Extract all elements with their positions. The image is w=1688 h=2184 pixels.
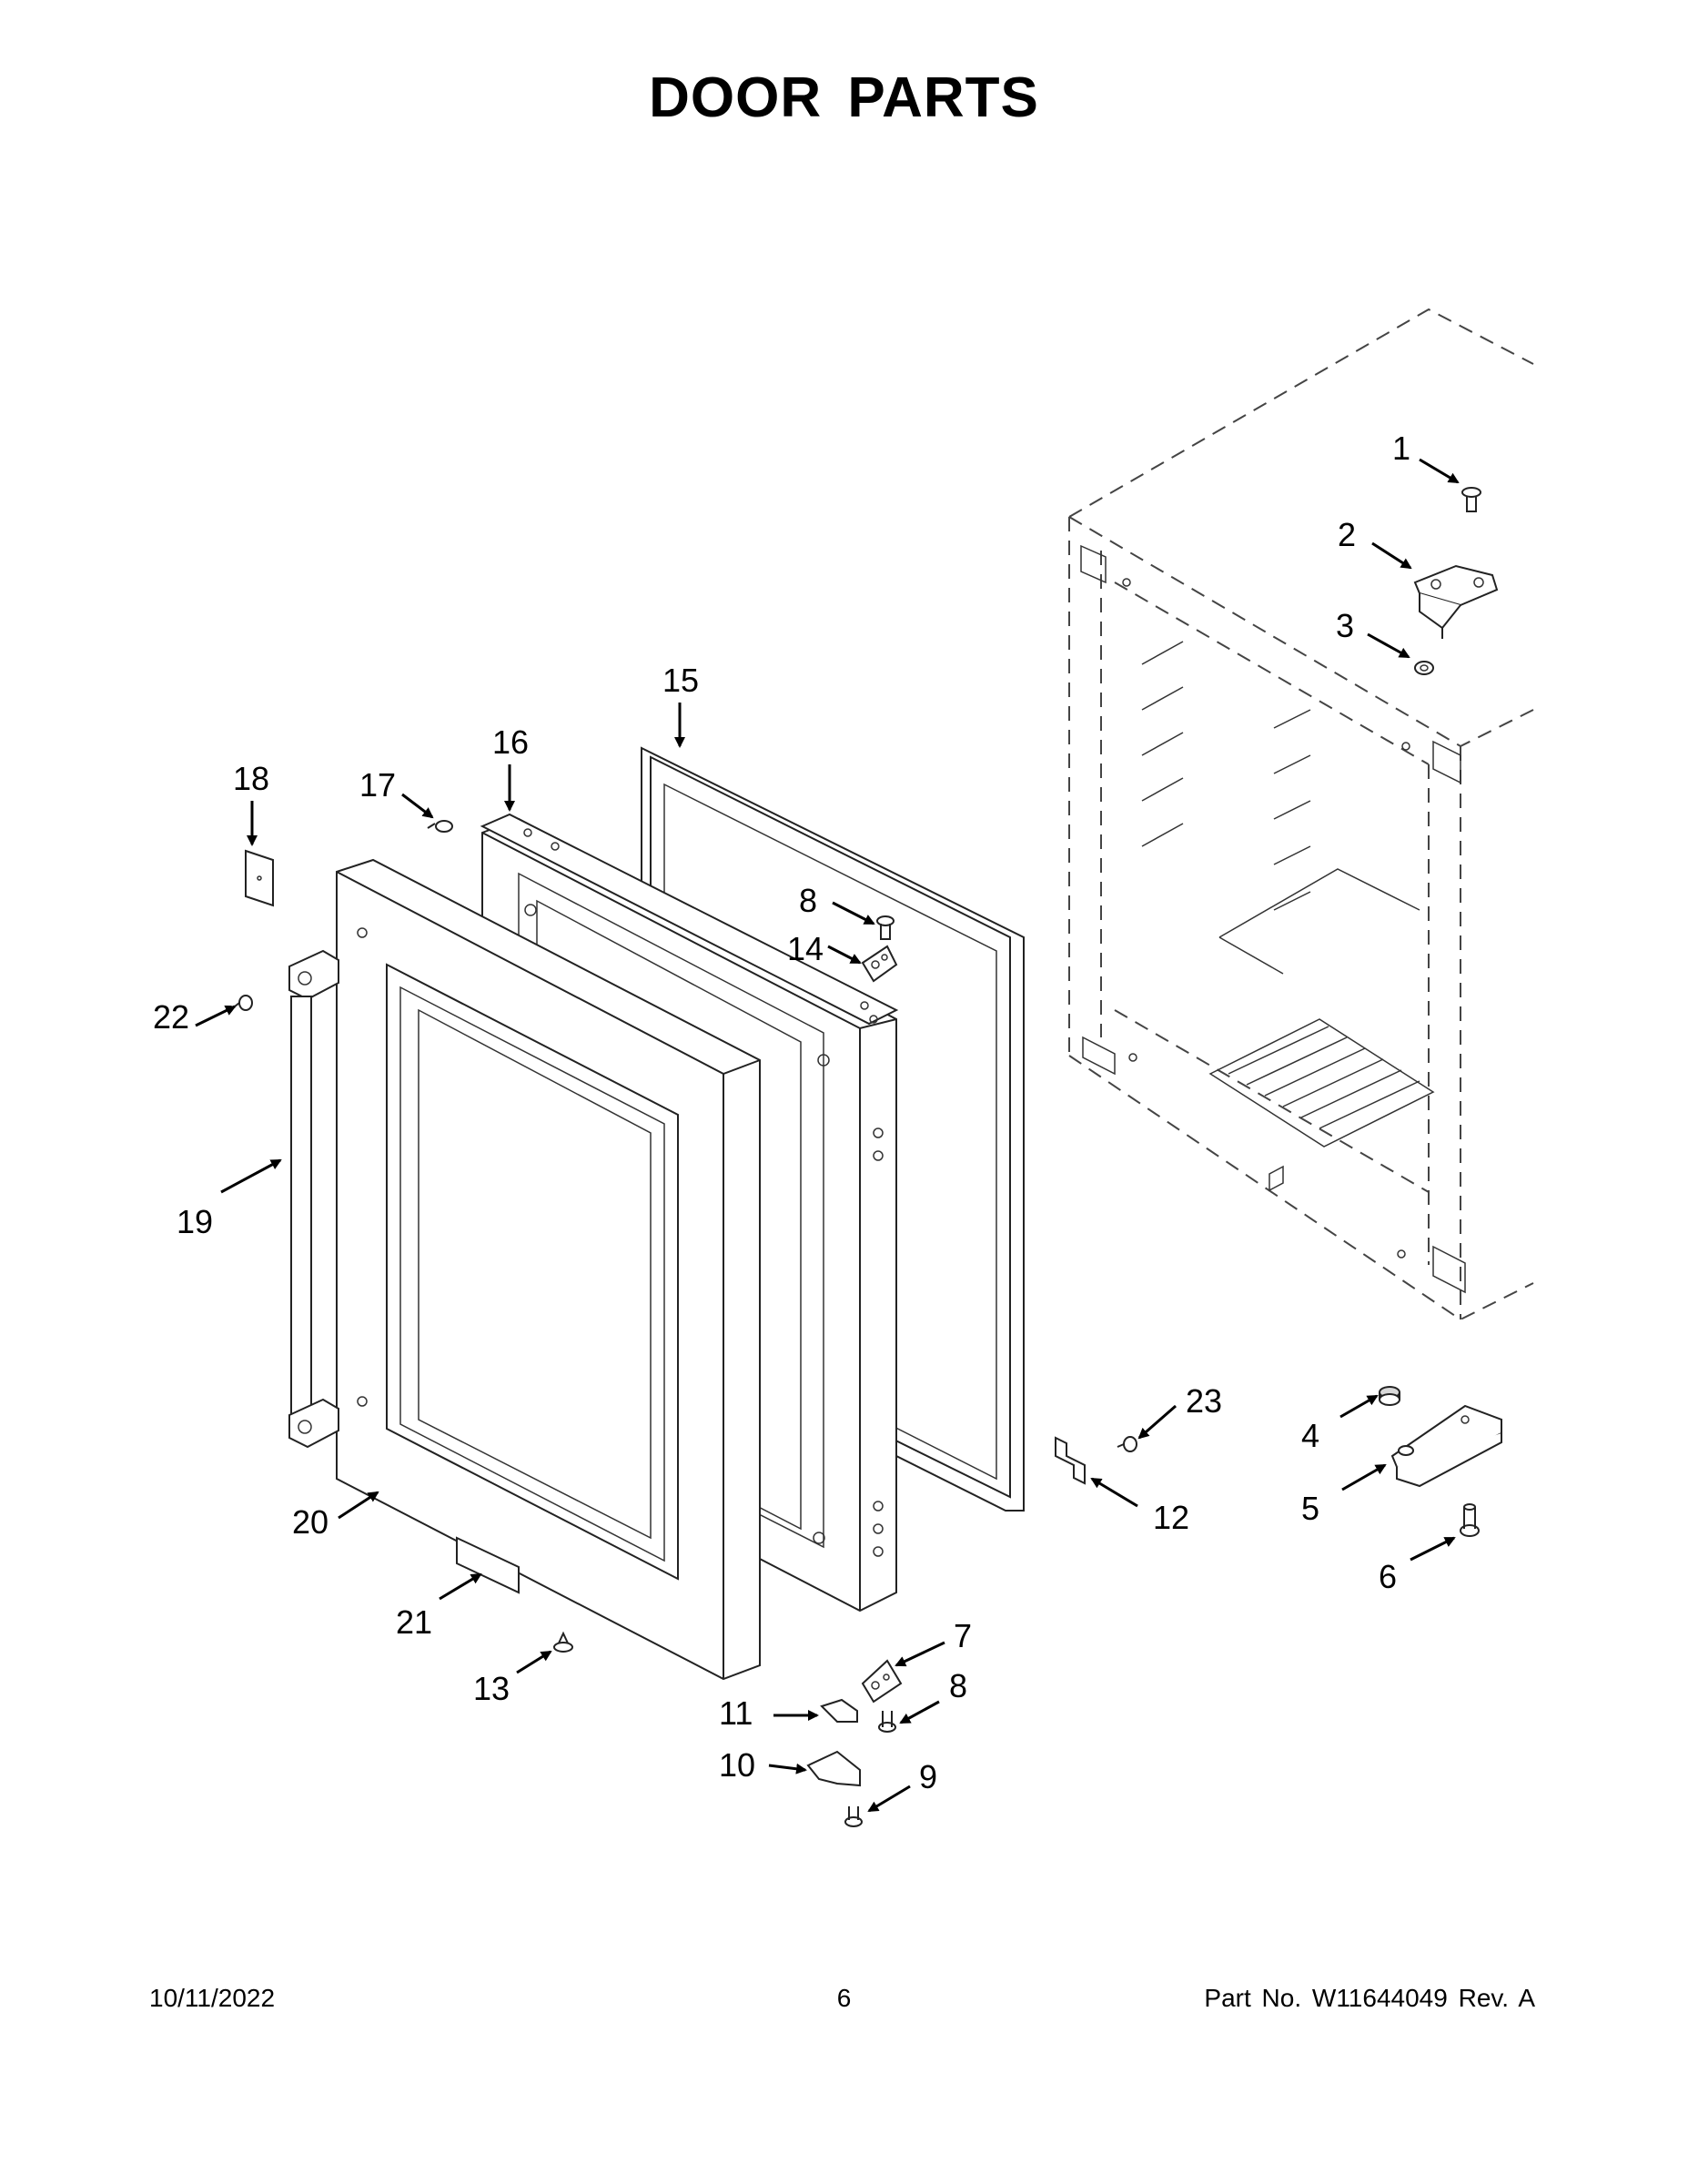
callout-5: 5 — [1301, 1490, 1319, 1527]
screw-part-13 — [553, 1631, 573, 1653]
top-hinge-part-2 — [1413, 564, 1499, 639]
label-part-21 — [456, 1536, 520, 1594]
bracket-part-12 — [1055, 1436, 1086, 1485]
screw-part-17 — [427, 820, 453, 833]
bracket-part-11 — [820, 1698, 858, 1723]
callout-6: 6 — [1379, 1558, 1397, 1595]
hinge-cam-part-10 — [806, 1750, 861, 1787]
callout-4: 4 — [1301, 1417, 1319, 1454]
screw-part-1 — [1461, 487, 1481, 512]
tag-part-18 — [245, 849, 274, 907]
screw-part-8-upper — [876, 915, 895, 940]
screw-part-9 — [844, 1806, 863, 1827]
callout-19: 19 — [177, 1203, 213, 1240]
callout-12: 12 — [1153, 1499, 1189, 1536]
cabinet-outline — [1068, 308, 1534, 1321]
page-title: DOOR PARTS — [649, 66, 1039, 129]
screw-part-8-lower — [878, 1711, 896, 1733]
callout-10: 10 — [719, 1746, 755, 1784]
callout-9: 9 — [919, 1758, 937, 1795]
callout-23: 23 — [1186, 1382, 1222, 1420]
callout-1: 1 — [1392, 430, 1410, 467]
footer-part-number: Part No. W11644049 Rev. A — [1204, 1984, 1535, 2012]
screw-part-22 — [234, 995, 253, 1011]
shoulder-screw-part-6 — [1460, 1503, 1480, 1537]
callout-21: 21 — [396, 1603, 432, 1641]
bracket-part-14 — [861, 945, 898, 983]
callout-20: 20 — [292, 1503, 329, 1541]
callout-22: 22 — [153, 998, 189, 1036]
callout-arrows — [195, 458, 1460, 1813]
callout-2: 2 — [1338, 516, 1356, 553]
callout-8-upper: 8 — [799, 882, 817, 919]
callout-7: 7 — [954, 1617, 972, 1654]
footer-date: 10/11/2022 — [149, 1984, 276, 2012]
callout-18: 18 — [233, 760, 269, 797]
callout-16: 16 — [492, 723, 529, 761]
callout-13: 13 — [473, 1670, 510, 1707]
callout-15: 15 — [662, 662, 699, 699]
hinge-plate-part-7 — [861, 1659, 903, 1704]
bottom-hinge-part-5 — [1390, 1404, 1502, 1488]
callout-labels: 1 2 3 4 5 6 7 8 9 10 11 12 13 14 15 16 1… — [153, 430, 1410, 1795]
footer-page-number: 6 — [836, 1984, 852, 2012]
washer-part-3 — [1414, 661, 1434, 675]
callout-14: 14 — [787, 930, 824, 967]
bushing-part-4 — [1379, 1386, 1400, 1406]
callout-11: 11 — [719, 1694, 753, 1732]
callout-3: 3 — [1336, 607, 1354, 644]
handle-part-19 — [288, 949, 339, 1449]
callout-8-lower: 8 — [949, 1667, 967, 1704]
outer-door-part-20 — [336, 858, 761, 1681]
screw-part-23 — [1117, 1436, 1137, 1452]
callout-17: 17 — [359, 766, 396, 804]
